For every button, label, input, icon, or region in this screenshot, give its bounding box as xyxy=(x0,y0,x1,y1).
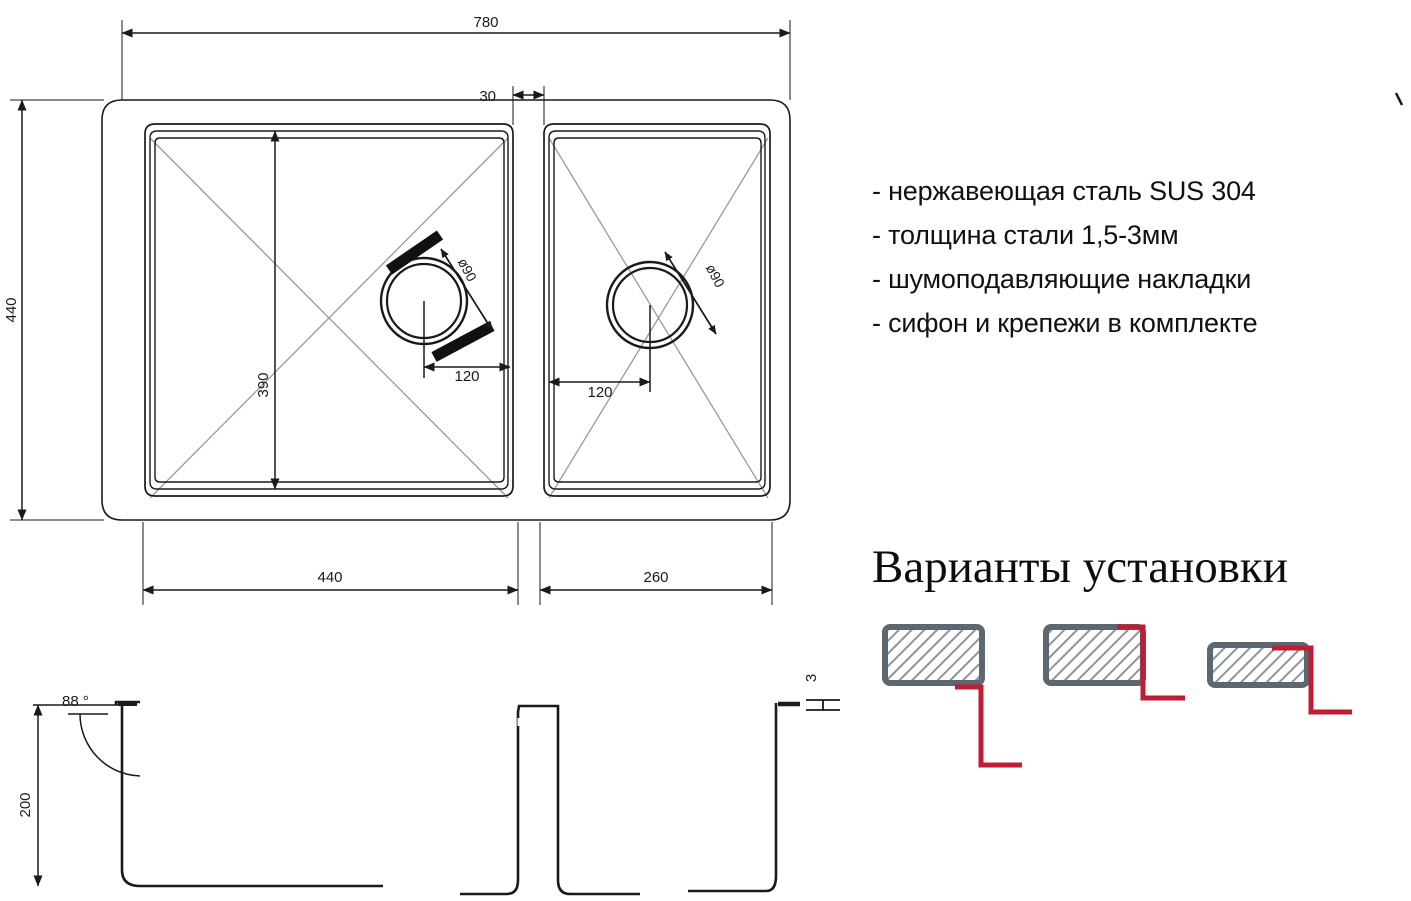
section-center-divider xyxy=(460,704,640,896)
dim-left-bowl-width: 440 xyxy=(142,522,519,605)
dim-right-bowl-width: 260 xyxy=(539,522,773,605)
install-variants xyxy=(882,624,1352,768)
countertop-slab-1 xyxy=(882,624,985,686)
dim-right-bowl-width-label: 260 xyxy=(643,569,668,586)
dim-bowl-depth-label: 200 xyxy=(17,792,34,817)
construction-lines-left xyxy=(149,137,509,499)
section-right-wall xyxy=(688,703,778,893)
sink-edge-line-2 xyxy=(1117,624,1185,701)
dim-material-thickness-label: 3 xyxy=(803,674,820,682)
plan-view: ø90 ø90 780 30 xyxy=(3,14,791,605)
install-variant-undermount xyxy=(882,624,1022,768)
countertop-slab-2 xyxy=(1043,624,1146,686)
dim-divider-width: 30 xyxy=(479,86,545,125)
left-drain-diameter-label: ø90 xyxy=(455,255,481,284)
sink-flange-outline xyxy=(101,99,791,521)
install-variants-title: Варианты установки xyxy=(872,541,1288,593)
specification-list: - нержавеющая сталь SUS 304 - толщина ст… xyxy=(872,178,1392,354)
dim-bowl-inner-depth-label: 390 xyxy=(255,372,272,397)
dim-left-bowl-width-label: 440 xyxy=(317,569,342,586)
noise-damping-pads-left xyxy=(385,230,495,362)
sink-edge-line-1 xyxy=(955,684,1022,768)
spec-item-thickness: - толщина стали 1,5-3мм xyxy=(872,220,1179,250)
left-drain-diameter-leader xyxy=(440,248,493,331)
spec-item-material: - нержавеющая сталь SUS 304 xyxy=(872,176,1256,206)
spec-item-noise-pads: - шумоподавляющие накладки xyxy=(872,264,1252,294)
dim-drain-offset-left: 120 xyxy=(423,362,511,385)
construction-lines-right xyxy=(548,137,769,499)
dim-bowl-inner-depth: 390 xyxy=(255,130,280,490)
sink-edge-line-3 xyxy=(1272,645,1352,715)
dim-overall-depth: 440 xyxy=(3,99,104,521)
sheet-corner-tick xyxy=(1394,92,1404,106)
countertop-slab-3 xyxy=(1207,642,1310,688)
dim-divider-width-label: 30 xyxy=(479,88,496,105)
dim-overall-width: 780 xyxy=(121,14,791,100)
section-angle-label: 88 ° xyxy=(62,693,89,710)
spec-item-siphon-kit: - сифон и крепежи в комплекте xyxy=(872,308,1258,338)
right-drain-diameter-leader xyxy=(664,251,717,335)
dim-drain-offset-left-label: 120 xyxy=(454,368,479,385)
dim-drain-offset-right-label: 120 xyxy=(587,384,612,401)
section-view: 88 ° 200 3 xyxy=(17,674,840,896)
install-variant-flush xyxy=(1043,624,1185,701)
left-drain xyxy=(379,256,469,378)
dim-drain-offset-right: 120 xyxy=(548,377,651,401)
install-variant-topmount xyxy=(1207,642,1352,715)
section-angle-arc xyxy=(79,713,141,777)
left-bowl xyxy=(144,123,514,497)
right-bowl xyxy=(543,123,771,497)
section-left-wall xyxy=(120,705,383,888)
dim-bowl-depth: 200 xyxy=(17,704,43,887)
dim-material-thickness: 3 xyxy=(803,674,840,711)
right-drain-diameter-label: ø90 xyxy=(703,261,729,290)
dim-overall-depth-label: 440 xyxy=(3,297,20,322)
dim-overall-width-label: 780 xyxy=(473,14,498,31)
